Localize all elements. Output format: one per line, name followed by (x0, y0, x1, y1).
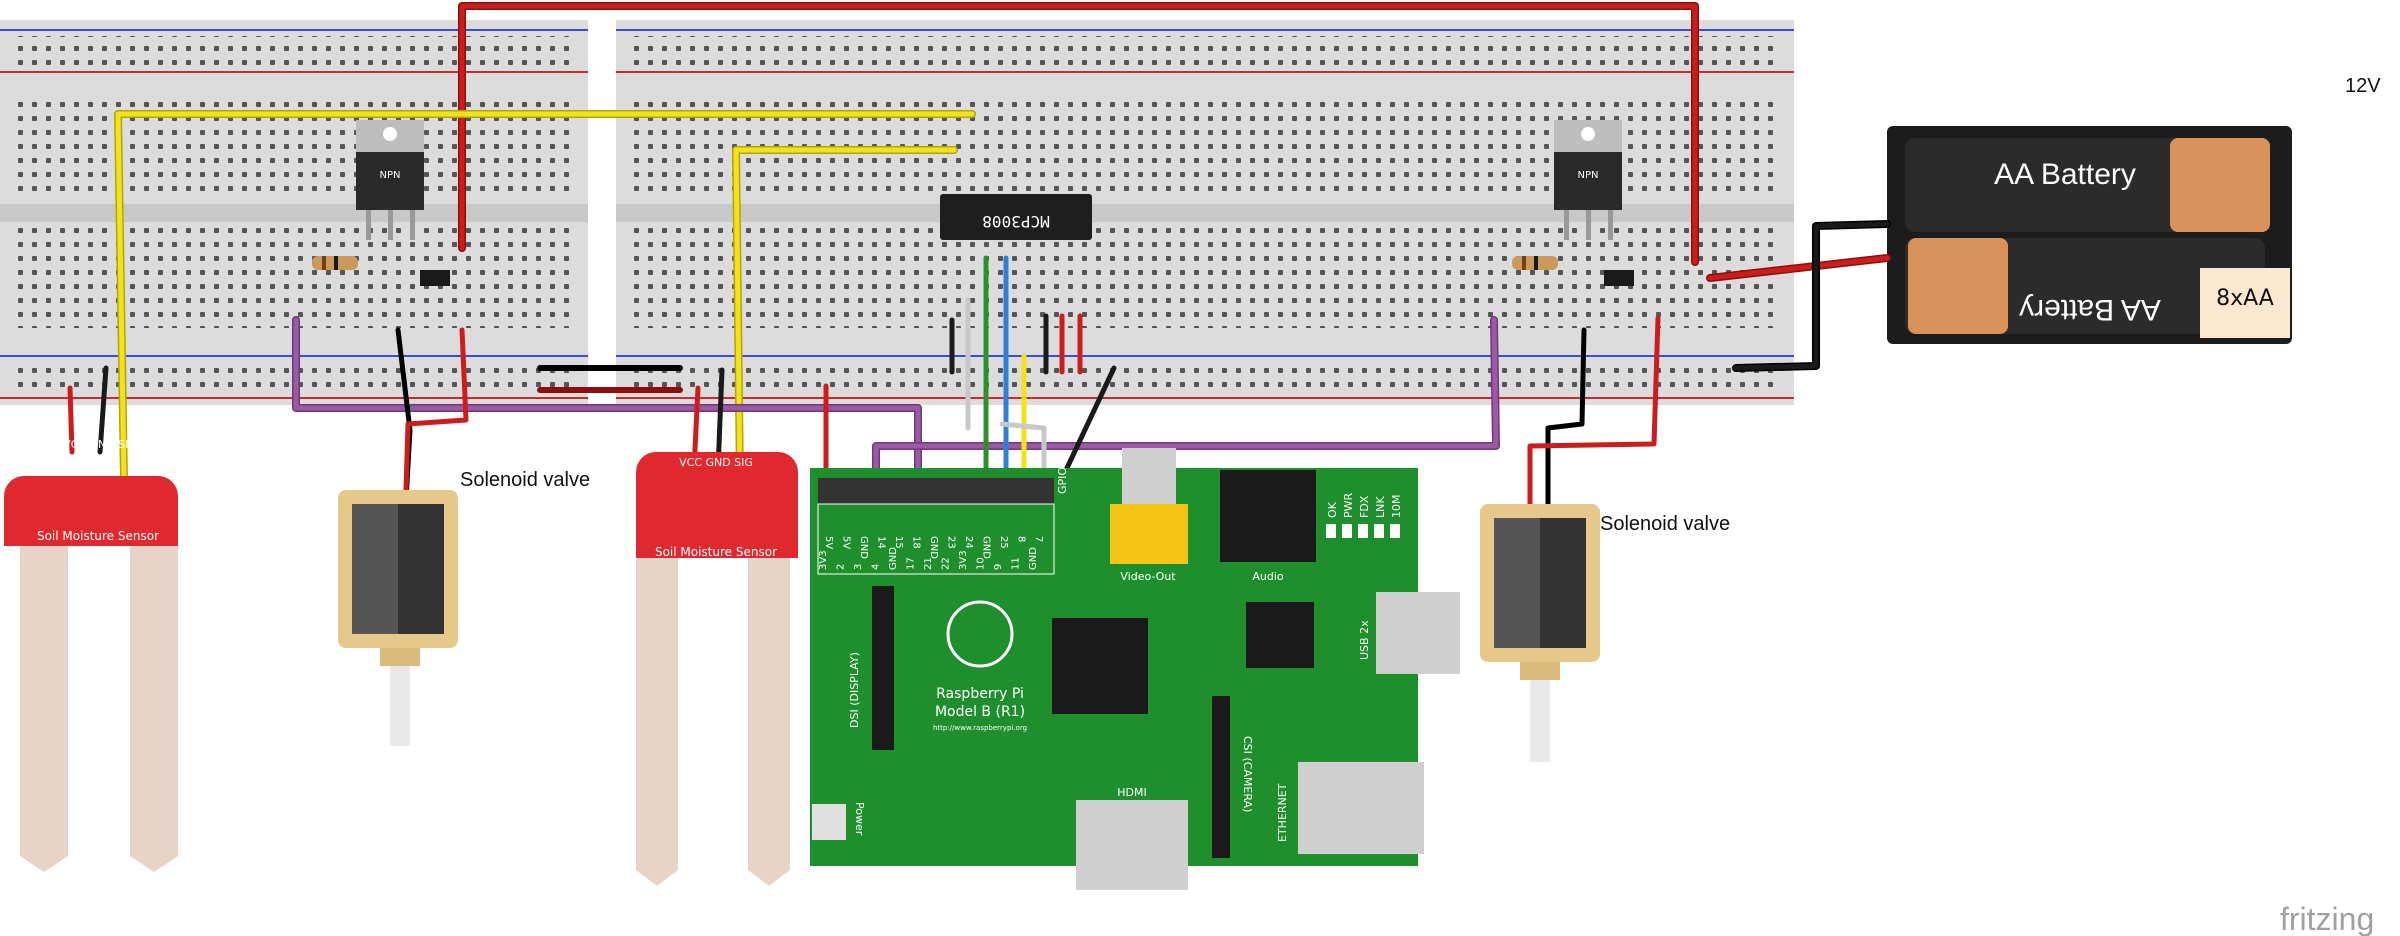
gpio-top-pin-label: GND (928, 536, 939, 559)
gpio-top-pin-label: 24 (963, 536, 974, 549)
soil-sensor-left: VCC GND SIG Soil Moisture Sensor (4, 438, 178, 872)
pi-ethernet-label: ETHERNET (1276, 783, 1289, 842)
battery-bottom-label: AA Battery (2019, 293, 2161, 326)
pi-usb-label: USB 2x (1358, 620, 1371, 660)
pi-audio-label: Audio (1252, 570, 1284, 583)
solenoid-left-label: Solenoid valve (460, 469, 590, 491)
gpio-top-pin-label: 8 (1016, 536, 1027, 542)
pi-url-label: http://www.raspberrypi.org (933, 724, 1027, 732)
resistors-diodes (312, 256, 1634, 286)
adc-chip: MCP3008 (940, 194, 1092, 240)
transistor-right-label: NPN (1578, 170, 1599, 181)
gpio-bottom-pin-label: 3V3 (818, 550, 829, 570)
soil-sensor-left-name: Soil Moisture Sensor (37, 529, 159, 543)
gpio-bottom-pin-label: 3V3 (958, 550, 969, 570)
battery-count-label: 8xAA (2216, 286, 2274, 311)
fritzing-watermark: fritzing (2280, 901, 2374, 936)
breadboard-right (616, 20, 1794, 405)
pi-csi-label: CSI (CAMERA) (1241, 736, 1254, 812)
gpio-top-pin-label: 23 (946, 536, 957, 549)
gpio-bottom-pin-label: 10 (976, 557, 987, 570)
gpio-bottom-pin-label: 2 (836, 564, 847, 570)
transistor-left-label: NPN (380, 170, 401, 181)
solenoid-valve-right: Solenoid valve (1480, 504, 1730, 762)
gpio-top-pin-label: 5V (823, 536, 834, 549)
gpio-top-pin-label: 18 (911, 536, 922, 549)
gpio-top-pin-label: 7 (1033, 536, 1044, 542)
supply-voltage-label: 12V (2345, 75, 2381, 97)
pi-led-10m: 10M (1390, 495, 1403, 519)
gpio-bottom-pin-label: 11 (1011, 557, 1022, 570)
soil-sensor-right: VCC GND SIG Soil Moisture Sensor (636, 452, 798, 886)
gpio-bottom-pin-label: 22 (941, 557, 952, 570)
gpio-bottom-pin-label: 3 (853, 564, 864, 570)
soil-sensor-right-name: Soil Moisture Sensor (655, 545, 777, 559)
gpio-top-pin-label: 14 (876, 536, 887, 549)
pi-led-ok: OK (1326, 501, 1339, 518)
gpio-top-pin-label: GND (981, 536, 992, 559)
gpio-bottom-pin-label: 9 (993, 564, 1004, 570)
adc-chip-label: MCP3008 (982, 212, 1049, 231)
gpio-bottom-pin-label: 21 (923, 557, 934, 570)
soil-sensor-right-pins: VCC GND SIG (679, 456, 753, 469)
raspberry-pi: GPIO Video-Out Audio OK PWR FDX LNK 10M … (810, 448, 1460, 890)
pi-name-label: Raspberry Pi (936, 686, 1024, 702)
battery-pack: AA Battery AA Battery 8xAA (1887, 126, 2292, 344)
gpio-top-pin-label: 15 (893, 536, 904, 549)
pi-hdmi-label: HDMI (1117, 786, 1146, 799)
gpio-bottom-pin-label: 4 (871, 564, 882, 570)
gpio-bottom-pin-label: 17 (906, 557, 917, 570)
pi-dsi-label: DSI (DISPLAY) (848, 652, 861, 728)
battery-top-label: AA Battery (1994, 158, 2136, 191)
gpio-top-pin-label: GND (858, 536, 869, 559)
wires (67, 2, 1891, 513)
pi-led-lnk: LNK (1374, 496, 1387, 518)
gpio-top-pin-label: 5V (841, 536, 852, 549)
solenoid-valve-left: Solenoid valve (338, 469, 590, 746)
soil-sensor-left-pins: VCC GND SIG (63, 438, 137, 451)
pi-video-label: Video-Out (1120, 570, 1176, 583)
pi-led-pwr: PWR (1342, 492, 1355, 518)
solenoid-right-label: Solenoid valve (1600, 513, 1730, 535)
pi-leds: OK PWR FDX LNK 10M (1326, 492, 1403, 538)
gpio-bottom-pin-label: GND (1028, 547, 1039, 570)
gpio-bottom-pin-label: GND (888, 547, 899, 570)
transistor-left: NPN (356, 120, 424, 240)
gpio-top-pin-label: 25 (998, 536, 1009, 549)
pi-power-label: Power (853, 802, 866, 836)
pi-model-label: Model B (R1) (935, 704, 1025, 720)
transistor-right: NPN (1554, 120, 1622, 240)
pi-gpio-label: GPIO (1056, 467, 1069, 494)
pi-led-fdx: FDX (1358, 495, 1371, 518)
